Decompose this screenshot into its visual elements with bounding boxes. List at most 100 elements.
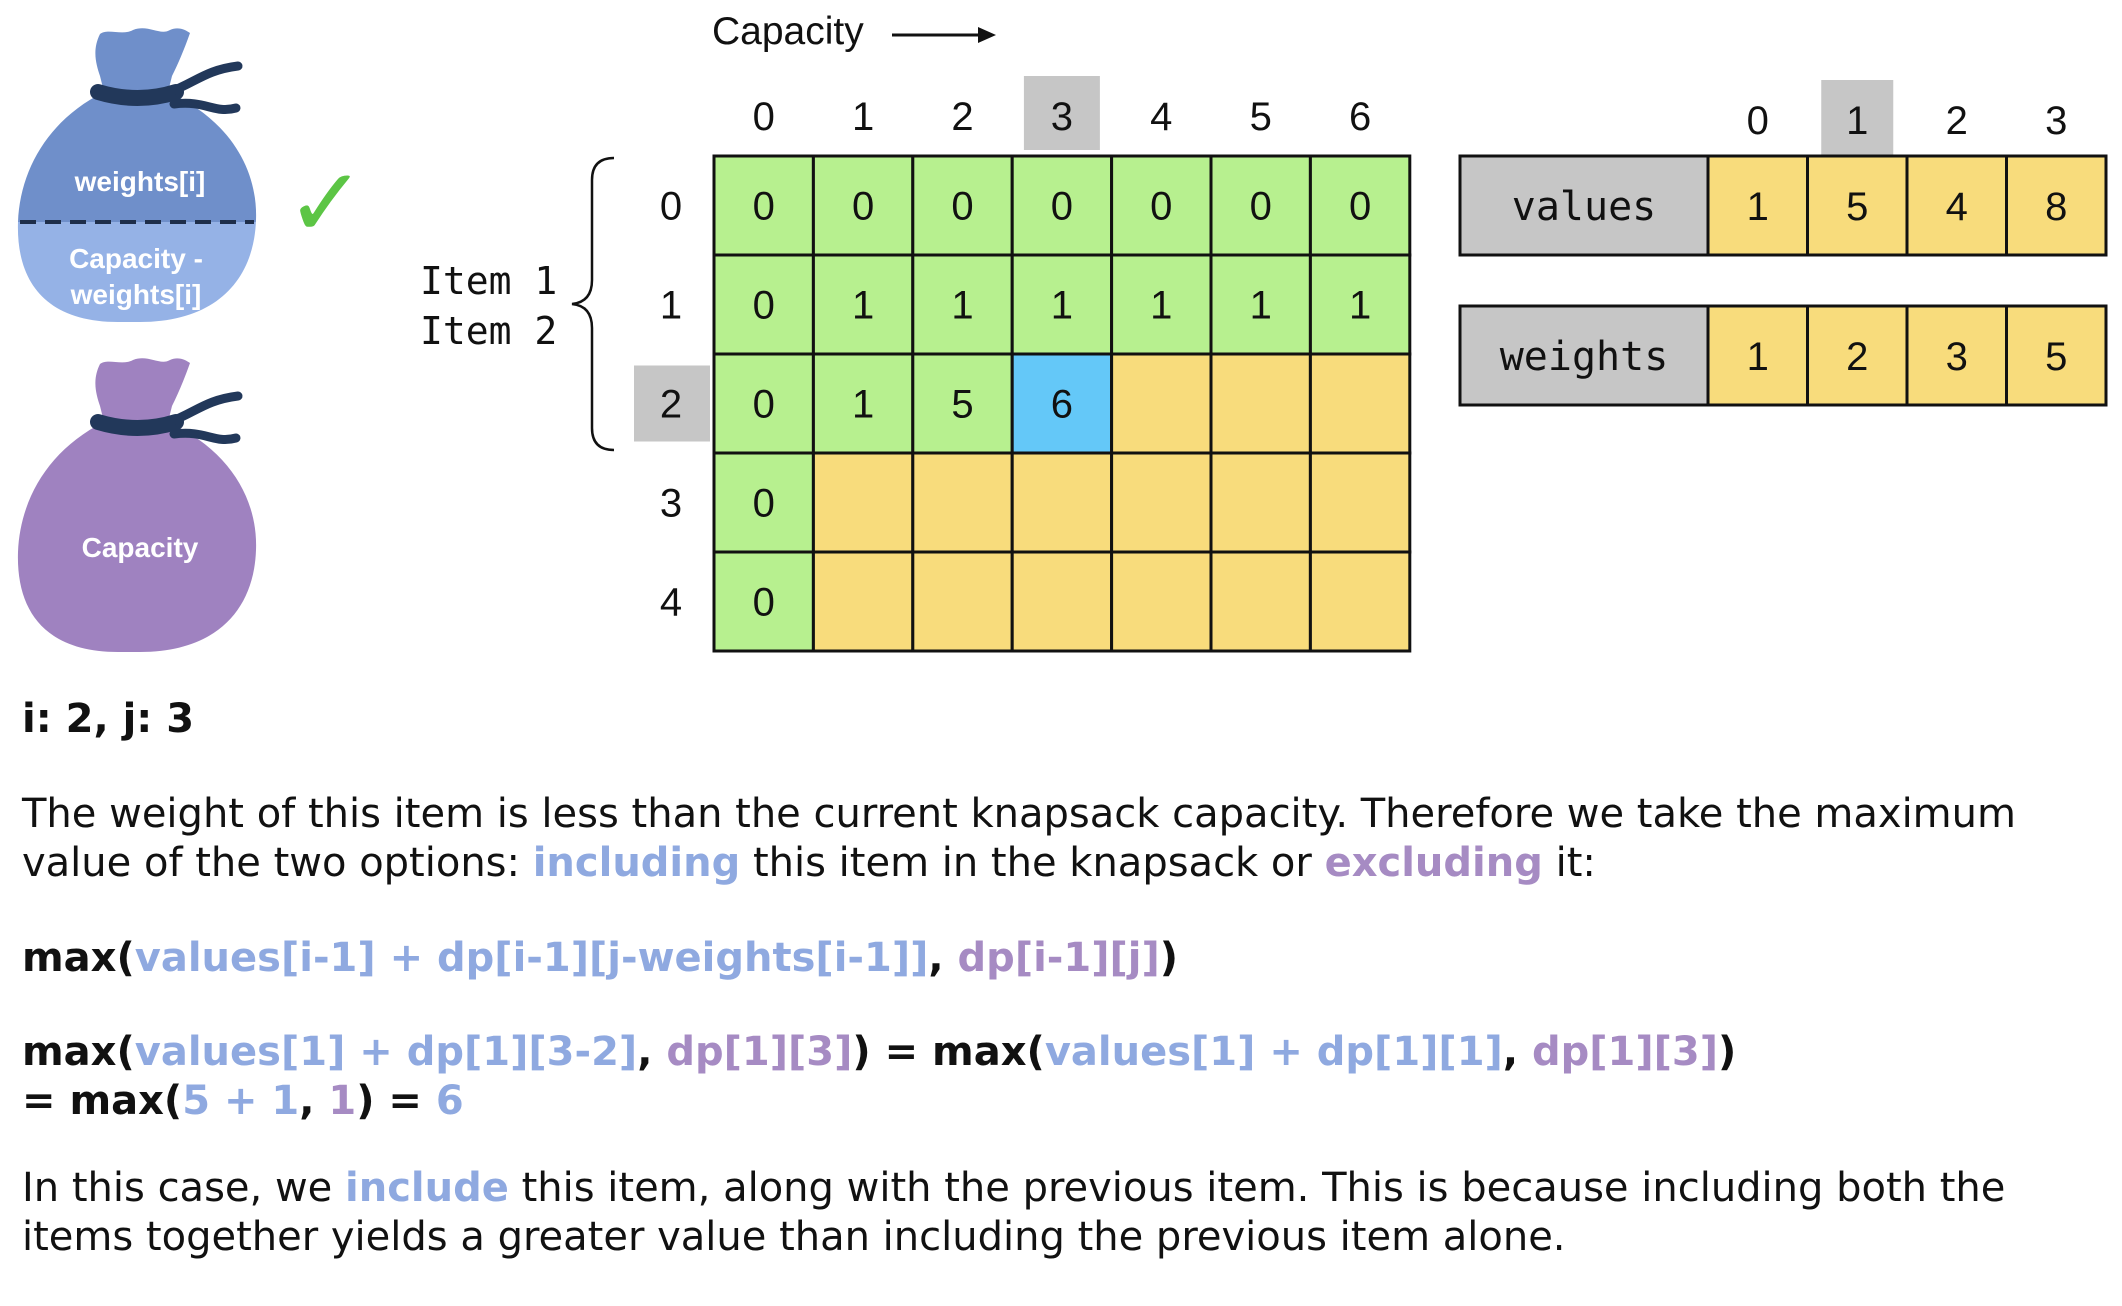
text-seg: it: — [1542, 840, 1596, 886]
dp-cell-value: 1 — [1150, 284, 1172, 328]
column-header-highlight — [1023, 76, 1100, 150]
dp-cell-value: 6 — [1051, 383, 1073, 427]
formula-seg: ) — [1718, 1029, 1737, 1075]
formula-seg: , — [928, 935, 958, 981]
weights-array-cell — [1806, 304, 1909, 407]
dp-cell-value: 1 — [852, 383, 874, 427]
explanation-paragraph-2: In this case, we include this item, alon… — [22, 1164, 2005, 1262]
dp-cell-value: 0 — [852, 185, 874, 229]
column-header-label: 1 — [852, 95, 874, 139]
dp-cell — [1110, 550, 1213, 653]
dp-cell-value: 5 — [951, 383, 973, 427]
dp-cell — [1010, 451, 1114, 554]
column-header-label: 0 — [753, 95, 775, 139]
dp-cell — [1308, 352, 1412, 455]
dp-cell-value: 0 — [1051, 185, 1073, 229]
formula-include-term: values[i-1] + dp[i-1][j-weights[i-1]] — [134, 935, 929, 981]
explanation-line-1: The weight of this item is less than the… — [22, 791, 2016, 837]
formula-exclude-term: dp[1][3] — [1531, 1029, 1719, 1075]
top-bag-lower-label-line2: weights[i] — [70, 279, 202, 310]
dp-cell — [712, 154, 815, 257]
formula-exclude-term: dp[i-1][j] — [957, 935, 1160, 981]
bottom-bag-icon — [17, 358, 257, 652]
dp-cell — [911, 550, 1014, 653]
dp-cell-value: 1 — [1051, 284, 1073, 328]
row-header-label: 3 — [660, 482, 682, 526]
row-header-label: 2 — [660, 383, 682, 427]
capacity-arrow-icon — [892, 27, 996, 43]
substituted-formula-line-1: max(values[1] + dp[1][3-2], dp[1][3]) = … — [22, 1028, 1736, 1077]
text-seg: this item in the knapsack or — [740, 840, 1325, 886]
dp-cell-value: 0 — [1349, 185, 1371, 229]
column-header-label: 3 — [1051, 95, 1073, 139]
text-seg: this item, along with the previous item.… — [508, 1165, 2006, 1211]
dp-cell — [811, 451, 915, 554]
include-keyword: include — [345, 1165, 509, 1211]
weights-array-label-cell — [1458, 304, 1710, 407]
formula-include-term: 5 + 1 — [182, 1078, 300, 1124]
explanation-line-4: items together yields a greater value th… — [22, 1214, 1566, 1260]
dp-cell — [712, 352, 815, 455]
dp-cell-value: 1 — [1349, 284, 1371, 328]
formula-seg: max( — [22, 935, 135, 981]
dp-cell-value: 1 — [852, 284, 874, 328]
formula-seg: , — [637, 1029, 667, 1075]
array-index-label: 1 — [1846, 99, 1868, 143]
items-brace — [571, 156, 615, 452]
weights-array-value: 5 — [2045, 335, 2067, 379]
values-array-value: 1 — [1747, 185, 1769, 229]
values-array-value: 5 — [1846, 185, 1868, 229]
formula-seg: ) — [1159, 935, 1179, 981]
weights-array-cell — [1706, 304, 1809, 407]
dp-cell-value: 0 — [753, 581, 775, 625]
formula-result: 6 — [435, 1078, 464, 1124]
dp-cell — [1209, 451, 1312, 554]
weights-array-value: 2 — [1846, 335, 1868, 379]
array-index-label: 2 — [1946, 99, 1968, 143]
dp-cell — [911, 154, 1014, 257]
array-index-label: 0 — [1747, 99, 1769, 143]
dp-cell — [1110, 451, 1213, 554]
values-array-value: 8 — [2045, 185, 2067, 229]
top-bag-lower-label-line1: Capacity - — [69, 243, 203, 274]
values-array-cell — [2005, 154, 2108, 257]
column-header-label: 6 — [1349, 95, 1371, 139]
weights-array-label: weights — [1500, 334, 1669, 380]
row-header-label: 1 — [660, 284, 682, 328]
including-keyword: including — [532, 840, 741, 886]
values-array-cell — [1706, 154, 1809, 257]
dp-cell — [1110, 352, 1213, 455]
dp-cell — [712, 253, 815, 356]
substituted-formula: max(values[1] + dp[1][3-2], dp[1][3]) = … — [22, 1028, 1736, 1126]
values-array-label: values — [1512, 184, 1657, 230]
explanation-line-2: value of the two options: including this… — [22, 839, 2016, 888]
brace-label-item1: Item 1 — [420, 259, 557, 303]
column-header-label: 2 — [951, 95, 973, 139]
dp-cell-value: 0 — [1150, 185, 1172, 229]
formula-seg: max( — [22, 1029, 135, 1075]
dp-cell — [811, 352, 915, 455]
text-seg: value of the two options: — [22, 840, 533, 886]
explanation-paragraph-1: The weight of this item is less than the… — [22, 790, 2016, 888]
dp-cell-value: 0 — [753, 383, 775, 427]
index-status: i: 2, j: 3 — [22, 696, 195, 742]
general-formula: max(values[i-1] + dp[i-1][j-weights[i-1]… — [22, 934, 1178, 983]
formula-include-term: values[1] + dp[1][1] — [1044, 1029, 1503, 1075]
formula-seg: = max( — [22, 1078, 183, 1124]
formula-exclude-term: dp[1][3] — [666, 1029, 853, 1075]
dp-cell — [811, 550, 915, 653]
row-header-highlight — [634, 365, 710, 442]
top-bag-upper-label: weights[i] — [74, 166, 206, 197]
dp-cell — [1209, 550, 1312, 653]
weights-array-cell — [2005, 304, 2108, 407]
formula-seg: , — [1502, 1029, 1532, 1075]
dp-cell — [911, 451, 1014, 554]
dp-cell — [712, 550, 815, 653]
formula-seg: ) = max( — [852, 1029, 1045, 1075]
array-index-highlight — [1821, 80, 1894, 156]
knapsack-diagram: ✓ weights[i] Capacity - weights[i] Capac… — [17, 10, 2108, 653]
dp-cell-value: 0 — [753, 482, 775, 526]
dp-cell-value: 0 — [1250, 185, 1272, 229]
dp-cell — [1308, 451, 1412, 554]
dp-cell-value: 0 — [753, 284, 775, 328]
